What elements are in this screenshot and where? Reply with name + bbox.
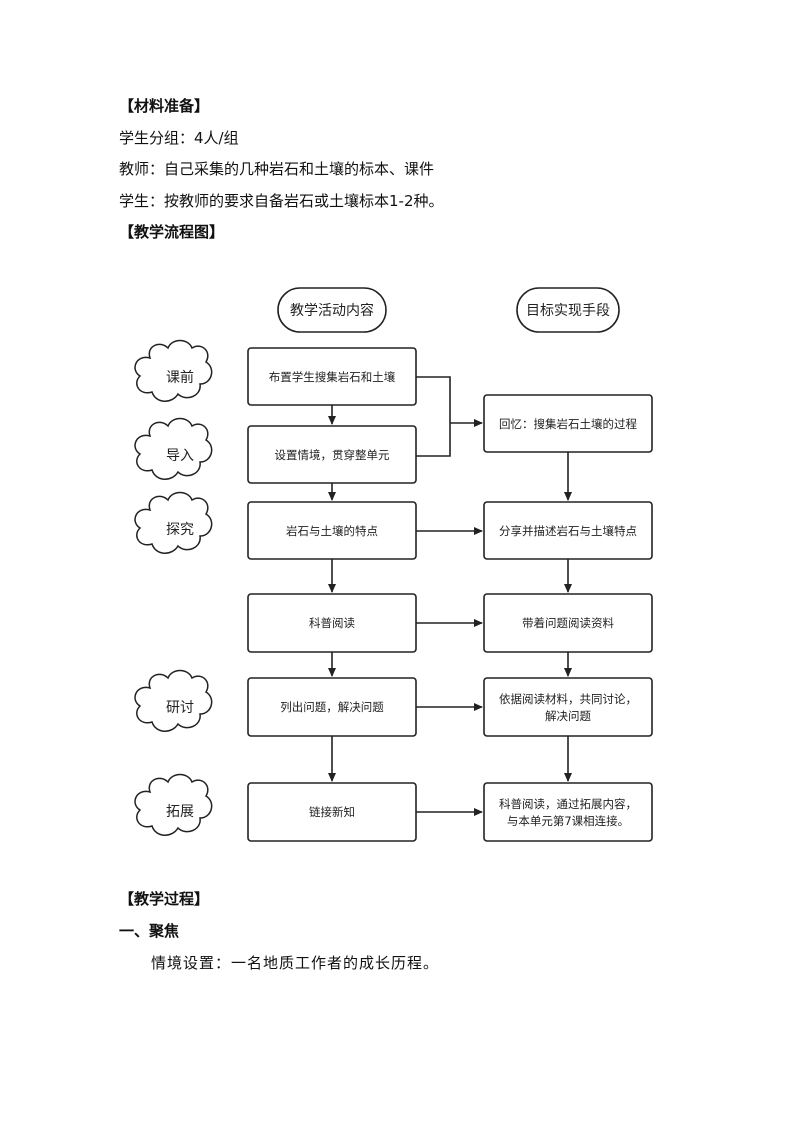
right-box-5: 科普阅读，通过拓展内容， 与本单元第7课相连接。 — [483, 782, 653, 842]
stage-label-pre: 课前 — [166, 369, 194, 386]
header-teaching-content: 教学活动内容 — [277, 287, 387, 333]
materials-heading: 【材料准备】 — [119, 97, 210, 115]
left-box-6: 链接新知 — [247, 782, 417, 842]
right-box-1: 回忆：搜集岩石土壤的过程 — [483, 394, 653, 453]
flowchart-heading: 【教学流程图】 — [119, 223, 225, 241]
left-box-5: 列出问题，解决问题 — [247, 677, 417, 737]
right-box-4-label-line1: 依据阅读材料，共同讨论， — [499, 692, 637, 706]
stage-label-explore: 探究 — [166, 522, 194, 538]
bracket-connector — [416, 376, 451, 457]
right-box-3-label: 带着问题阅读资料 — [522, 616, 614, 630]
header-teaching-content-label: 教学活动内容 — [290, 302, 374, 319]
teacher-materials-line: 教师：自己采集的几种岩石和土壤的标本、课件 — [119, 160, 435, 178]
header-goal-means-label: 目标实现手段 — [526, 303, 610, 319]
stage-cloud-discuss: 研讨 — [134, 669, 213, 732]
stage-label-intro: 导入 — [166, 448, 194, 464]
header-goal-means: 目标实现手段 — [516, 287, 620, 333]
context-setting-line: 情境设置：一名地质工作者的成长历程。 — [151, 954, 440, 972]
left-box-2-label: 设置情境，贯穿整单元 — [275, 448, 390, 462]
right-box-2: 分享并描述岩石与土壤特点 — [483, 501, 653, 560]
right-box-4-label-line2: 解决问题 — [545, 709, 591, 723]
left-box-6-label: 链接新知 — [309, 805, 355, 819]
section-focus-title: 一、聚焦 — [119, 922, 180, 940]
stage-cloud-pre: 课前 — [134, 339, 213, 402]
right-box-2-label: 分享并描述岩石与土壤特点 — [499, 524, 637, 538]
student-materials-line: 学生：按教师的要求自备岩石或土壤标本1-2种。 — [119, 192, 444, 210]
right-box-4: 依据阅读材料，共同讨论， 解决问题 — [483, 677, 653, 737]
right-box-5-label-line2: 与本单元第7课相连接。 — [507, 814, 629, 828]
process-heading: 【教学过程】 — [119, 890, 210, 908]
stage-label-discuss: 研讨 — [166, 700, 194, 716]
left-box-4: 科普阅读 — [247, 593, 417, 653]
left-box-3: 岩石与土壤的特点 — [247, 501, 417, 560]
left-box-3-label: 岩石与土壤的特点 — [286, 524, 378, 538]
left-box-1: 布置学生搜集岩石和土壤 — [247, 347, 417, 406]
left-box-5-label: 列出问题，解决问题 — [280, 700, 384, 714]
stage-cloud-intro: 导入 — [134, 417, 213, 480]
teaching-flowchart: 教学活动内容 目标实现手段 课前 导入 探究 研讨 拓展 布置学生搜集岩石和土壤… — [134, 287, 653, 842]
right-box-5-label-line1: 科普阅读，通过拓展内容， — [499, 797, 637, 811]
stage-cloud-extend: 拓展 — [134, 773, 213, 836]
right-box-3: 带着问题阅读资料 — [483, 593, 653, 653]
stage-cloud-explore: 探究 — [134, 491, 213, 554]
right-box-1-label: 回忆：搜集岩石土壤的过程 — [499, 417, 637, 431]
left-box-4-label: 科普阅读 — [309, 616, 355, 630]
stage-label-extend: 拓展 — [166, 804, 194, 820]
left-box-2: 设置情境，贯穿整单元 — [247, 425, 417, 484]
flow-connectors — [328, 376, 572, 816]
grouping-line: 学生分组：4人/组 — [119, 129, 239, 147]
left-box-1-label: 布置学生搜集岩石和土壤 — [269, 370, 396, 384]
